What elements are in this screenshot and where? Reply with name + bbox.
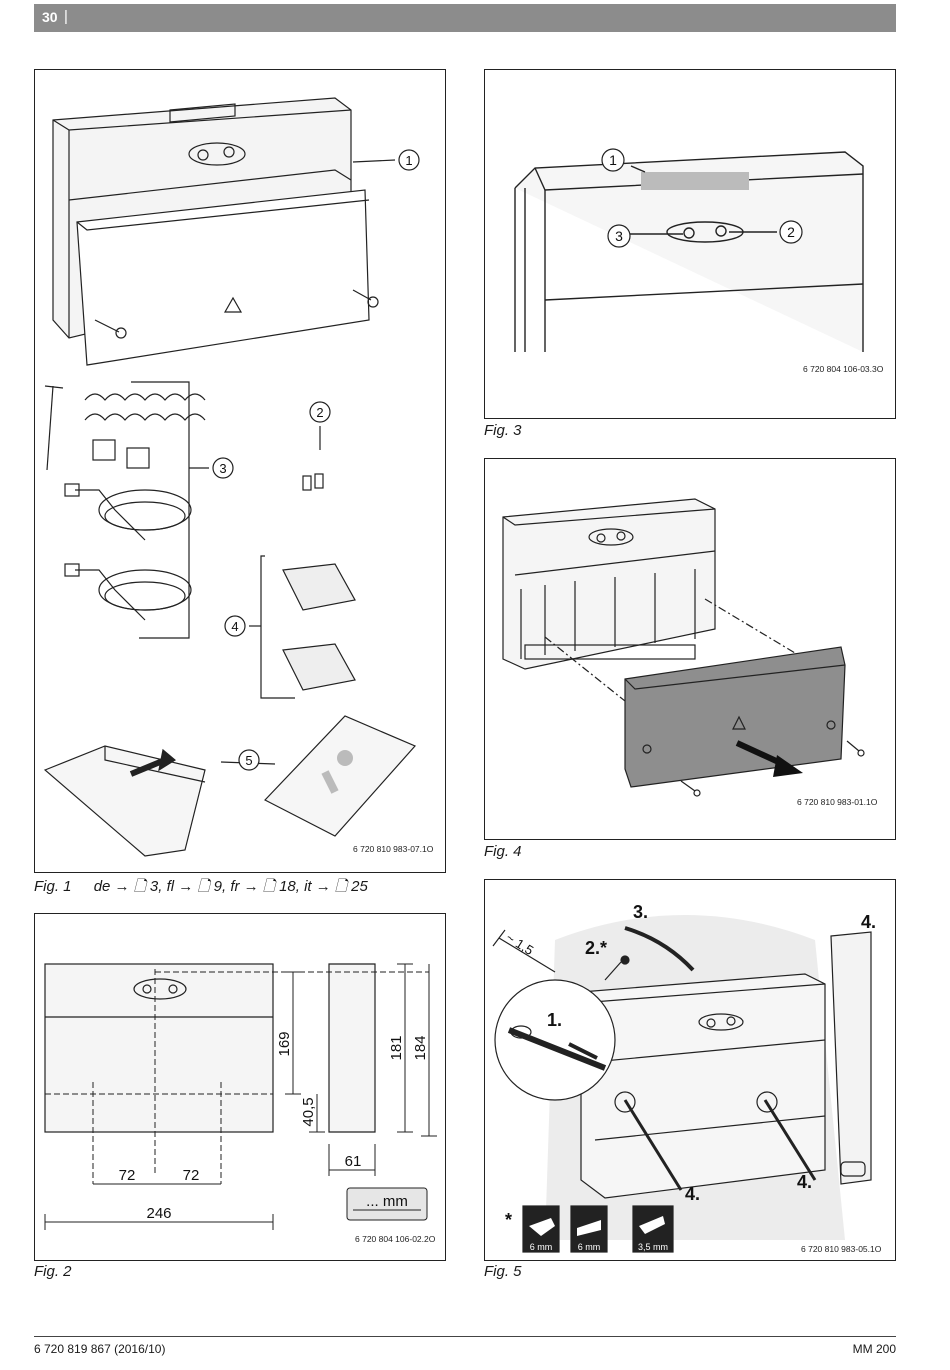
page-number: 30 xyxy=(42,9,58,25)
figure-1-box: 1 2 3 4 5 6 720 810 983-07.1O xyxy=(34,69,446,873)
figure-5-caption: Fig. 5 xyxy=(484,1263,522,1280)
figure-2-dim-72-right: 72 xyxy=(183,1167,200,1184)
figure-3-callout-2: 2 xyxy=(787,224,795,240)
figure-5-step-2: 2.* xyxy=(585,938,607,958)
figure-1-callout-3: 3 xyxy=(219,461,226,476)
figure-5-measure: ~ 1,5 xyxy=(503,930,536,958)
figure-5-step-1: 1. xyxy=(547,1010,562,1030)
figure-3-callout-3: 3 xyxy=(615,228,623,244)
figure-3-box: 1 3 2 6 720 804 106-03.3O xyxy=(484,69,896,419)
figure-4-box: 6 720 810 983-01.1O xyxy=(484,458,896,840)
figure-3-callout-1: 1 xyxy=(609,152,617,168)
figure-2-dim-181: 181 xyxy=(388,1035,405,1060)
figure-1-callout-4: 4 xyxy=(231,619,238,634)
figure-1-references: de → 🗋 3, fl → 🗋 9, fr → 🗋 18, it → 🗋 25 xyxy=(93,878,368,895)
figure-1-callout-2: 2 xyxy=(316,405,323,420)
figure-1-caption: Fig. 1 de → 🗋 3, fl → 🗋 9, fr → 🗋 18, it… xyxy=(34,876,368,901)
figure-3-caption: Fig. 3 xyxy=(484,422,522,439)
figure-4-caption: Fig. 4 xyxy=(484,843,522,860)
figure-3-illustration: 1 3 2 xyxy=(514,148,864,352)
figure-2-dim-246: 246 xyxy=(146,1205,171,1222)
figure-2-dim-61: 61 xyxy=(345,1153,362,1170)
figure-5-code: 6 720 810 983-05.1O xyxy=(801,1244,882,1254)
footer-document-number: 6 720 819 867 (2016/10) xyxy=(34,1342,166,1356)
figure-5-box: 1. 2.* 3. 4. 4. 4. * ~ 1,5 6 mm 6 mm 3,5… xyxy=(484,879,896,1261)
figure-1-callout-1: 1 xyxy=(405,153,412,168)
figure-2-dim-40-5: 40,5 xyxy=(300,1097,317,1126)
footer-product-name: MM 200 xyxy=(852,1342,896,1356)
figure-2-box: 169 40,5 181 184 61 72 72 246 ... mm 6 7… xyxy=(34,913,446,1261)
figure-5-step-4-right: 4. xyxy=(797,1172,812,1192)
page-number-separator: | xyxy=(64,8,68,25)
figure-5-step-3: 3. xyxy=(633,902,648,922)
figure-4-illustration xyxy=(502,498,865,797)
figure-5-tool-label-2: 6 mm xyxy=(578,1242,601,1252)
figure-5-step-4-top: 4. xyxy=(861,912,876,932)
figure-1-code: 6 720 810 983-07.1O xyxy=(353,844,434,854)
footer-rule xyxy=(34,1336,896,1337)
figure-5-tool-label-3: 3,5 mm xyxy=(638,1242,668,1252)
figure-1-caption-label: Fig. 1 xyxy=(34,878,72,895)
figure-2-dimension-drawing: 169 40,5 181 184 61 72 72 246 ... mm xyxy=(44,963,437,1230)
figure-1-callout-5: 5 xyxy=(245,753,252,768)
figure-5-asterisk: * xyxy=(505,1210,512,1230)
figure-5-step-4-left: 4. xyxy=(685,1184,700,1204)
figure-2-unit-label: ... mm xyxy=(366,1193,408,1210)
figure-5-illustration: 1. 2.* 3. 4. 4. 4. * ~ 1,5 6 mm 6 mm 3,5… xyxy=(492,902,876,1253)
figure-2-caption: Fig. 2 xyxy=(34,1263,72,1280)
figure-3-code: 6 720 804 106-03.3O xyxy=(803,364,884,374)
header-bar: 30 | xyxy=(34,4,896,32)
figure-2-code: 6 720 804 106-02.2O xyxy=(355,1234,436,1244)
figure-4-code: 6 720 810 983-01.1O xyxy=(797,797,878,807)
figure-5-tool-label-1: 6 mm xyxy=(530,1242,553,1252)
figure-2-dim-184: 184 xyxy=(412,1035,429,1060)
figure-1-illustration: 1 2 3 4 5 xyxy=(43,97,420,857)
figure-2-dim-169: 169 xyxy=(276,1031,293,1056)
figure-2-dim-72-left: 72 xyxy=(119,1167,136,1184)
